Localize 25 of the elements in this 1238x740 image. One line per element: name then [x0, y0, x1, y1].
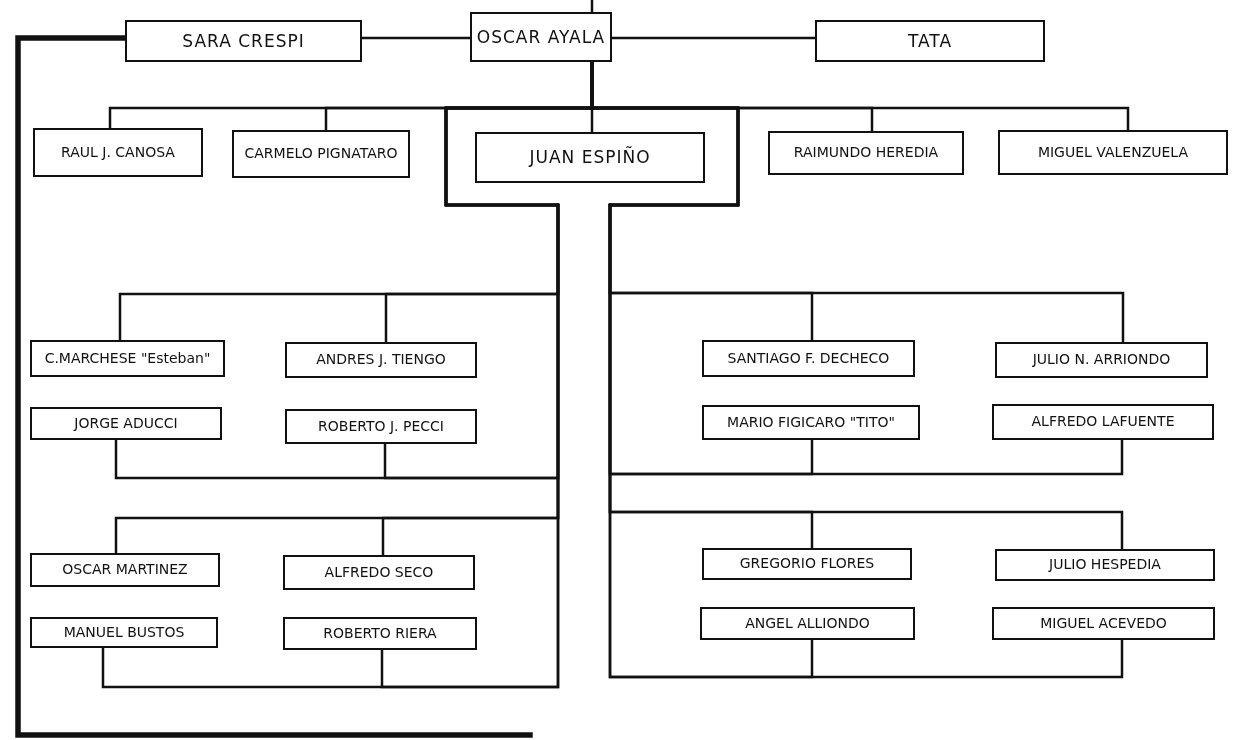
name-box: GREGORIO FLORES: [702, 548, 912, 580]
name-box: TATA: [815, 20, 1045, 62]
name-box: JULIO N. ARRIONDO: [995, 342, 1208, 378]
name-box: OSCAR AYALA: [470, 12, 612, 62]
name-box: SANTIAGO F. DECHECO: [702, 340, 915, 377]
name-box: RAUL J. CANOSA: [33, 128, 203, 177]
name-box: RAIMUNDO HEREDIA: [768, 131, 964, 175]
name-box: ANDRES J. TIENGO: [285, 342, 477, 378]
name-box: ALFREDO SECO: [283, 555, 475, 590]
name-box: MARIO FIGICARO "TITO": [702, 405, 920, 440]
name-box: CARMELO PIGNATARO: [232, 130, 410, 178]
name-box: MIGUEL VALENZUELA: [998, 130, 1228, 175]
name-box: C.MARCHESE "Esteban": [30, 340, 225, 377]
name-box: ANGEL ALLIONDO: [700, 607, 915, 640]
name-box: ROBERTO J. PECCI: [285, 409, 477, 444]
name-box: JUAN ESPIÑO: [475, 132, 705, 183]
name-box: ROBERTO RIERA: [283, 617, 477, 650]
name-box: SARA CRESPI: [125, 20, 362, 62]
name-box: JULIO HESPEDIA: [995, 549, 1215, 581]
name-box: ALFREDO LAFUENTE: [992, 404, 1214, 440]
name-box: MANUEL BUSTOS: [30, 617, 218, 648]
name-box: MIGUEL ACEVEDO: [992, 607, 1215, 640]
connector-line: [15, 35, 533, 738]
name-box: JORGE ADUCCI: [30, 407, 222, 440]
name-box: OSCAR MARTINEZ: [30, 553, 220, 587]
